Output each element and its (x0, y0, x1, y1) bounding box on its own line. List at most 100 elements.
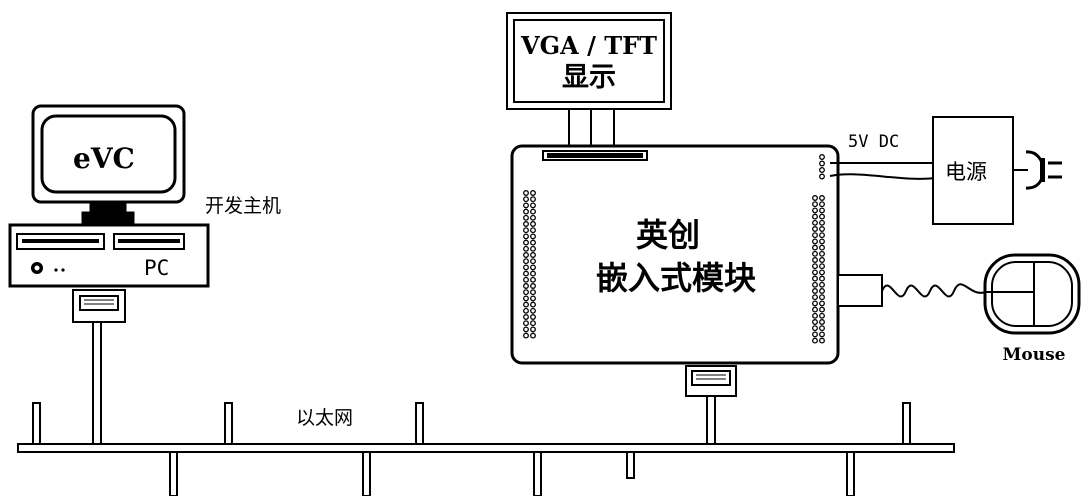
module-pin (812, 288, 818, 294)
module-pin (523, 301, 529, 308)
module-pin (523, 270, 529, 277)
module-pin (819, 219, 825, 226)
module-pin (530, 295, 536, 302)
module-pin (819, 154, 825, 160)
module-pin (812, 294, 818, 301)
power-voltage-label: 5V DC (848, 132, 899, 152)
mouse-connector (837, 274, 989, 307)
module-pin (523, 276, 529, 283)
module-pin (819, 269, 825, 276)
module-pin (812, 232, 818, 239)
module-pin (523, 221, 529, 227)
module-pin (530, 190, 536, 196)
module-pin (812, 306, 818, 313)
module-pin (530, 258, 536, 265)
module-pin (819, 213, 825, 220)
module-pin (819, 306, 825, 313)
module-pin (819, 331, 825, 338)
module-pin (523, 208, 529, 215)
module-pin (530, 320, 536, 327)
module-pin (530, 196, 536, 203)
host-label: 开发主机 (205, 195, 281, 217)
module-pin (819, 319, 825, 325)
module-pin (523, 314, 529, 320)
module-pin (812, 226, 818, 232)
module-pin (530, 276, 536, 283)
module-pin (812, 337, 818, 344)
power-cable (829, 162, 937, 180)
module-pin (523, 245, 529, 252)
module-pin (819, 257, 825, 263)
module-pin (819, 195, 825, 201)
module-pin (812, 213, 818, 220)
display-line2: 显示 (562, 62, 616, 93)
module-pin (530, 326, 536, 333)
vga-tft-display (506, 12, 672, 149)
module-pin (523, 214, 529, 221)
mouse-label: Mouse (1003, 345, 1066, 365)
module-pin (523, 196, 529, 203)
module-pin (523, 295, 529, 302)
module-pin (819, 337, 825, 344)
module-pin (530, 283, 536, 289)
module-pin (530, 289, 536, 296)
module-pin (812, 281, 818, 288)
module-pin (530, 301, 536, 308)
module-pin (523, 283, 529, 289)
module-pin (819, 275, 825, 282)
display-line1: VGA / TFT (520, 31, 657, 60)
module-pin (812, 269, 818, 276)
module-pin-header-left (523, 190, 536, 339)
module-pin (530, 208, 536, 215)
module-pin (812, 325, 818, 332)
embedded-module (510, 144, 840, 365)
pc-ethernet-jack (72, 289, 126, 445)
module-pin (819, 173, 825, 180)
module-pin-header-right (812, 195, 825, 344)
module-power-pins (819, 154, 825, 180)
ethernet-bus (17, 402, 955, 496)
module-pin (819, 263, 825, 270)
monitor-text: eVC (73, 142, 135, 175)
module-pin (812, 319, 818, 325)
module-pin (812, 238, 818, 245)
module-pin (819, 281, 825, 288)
module-pin (530, 270, 536, 277)
module-pin (530, 252, 536, 258)
module-pin (523, 239, 529, 246)
module-pin (523, 258, 529, 265)
module-pin (812, 263, 818, 270)
module-pin (530, 202, 536, 209)
pc-label: PC (144, 256, 169, 280)
module-line1: 英创 (636, 216, 700, 254)
module-pin (812, 195, 818, 201)
module-pin (812, 312, 818, 319)
module-pin (523, 326, 529, 333)
mouse-icon (983, 253, 1081, 335)
module-pin (530, 233, 536, 240)
module-pin (523, 320, 529, 327)
module-pin (530, 239, 536, 246)
module-pin (523, 202, 529, 209)
module-pin (819, 288, 825, 294)
module-pin (812, 219, 818, 226)
module-pin (812, 244, 818, 251)
power-supply (932, 116, 1028, 225)
module-pin (819, 250, 825, 257)
module-pin (523, 264, 529, 271)
pc-case (8, 223, 210, 288)
module-pin (530, 245, 536, 252)
module-pin (523, 190, 529, 196)
module-pin (812, 331, 818, 338)
module-pin (819, 226, 825, 232)
ethernet-label: 以太网 (296, 407, 353, 429)
module-line2: 嵌入式模块 (596, 259, 756, 297)
module-pin (812, 275, 818, 282)
module-ethernet-jack (685, 365, 737, 445)
module-pin (523, 252, 529, 258)
module-pin (523, 332, 529, 339)
power-supply-label: 电源 (945, 160, 987, 184)
module-pin (812, 300, 818, 307)
module-pin (530, 307, 536, 314)
